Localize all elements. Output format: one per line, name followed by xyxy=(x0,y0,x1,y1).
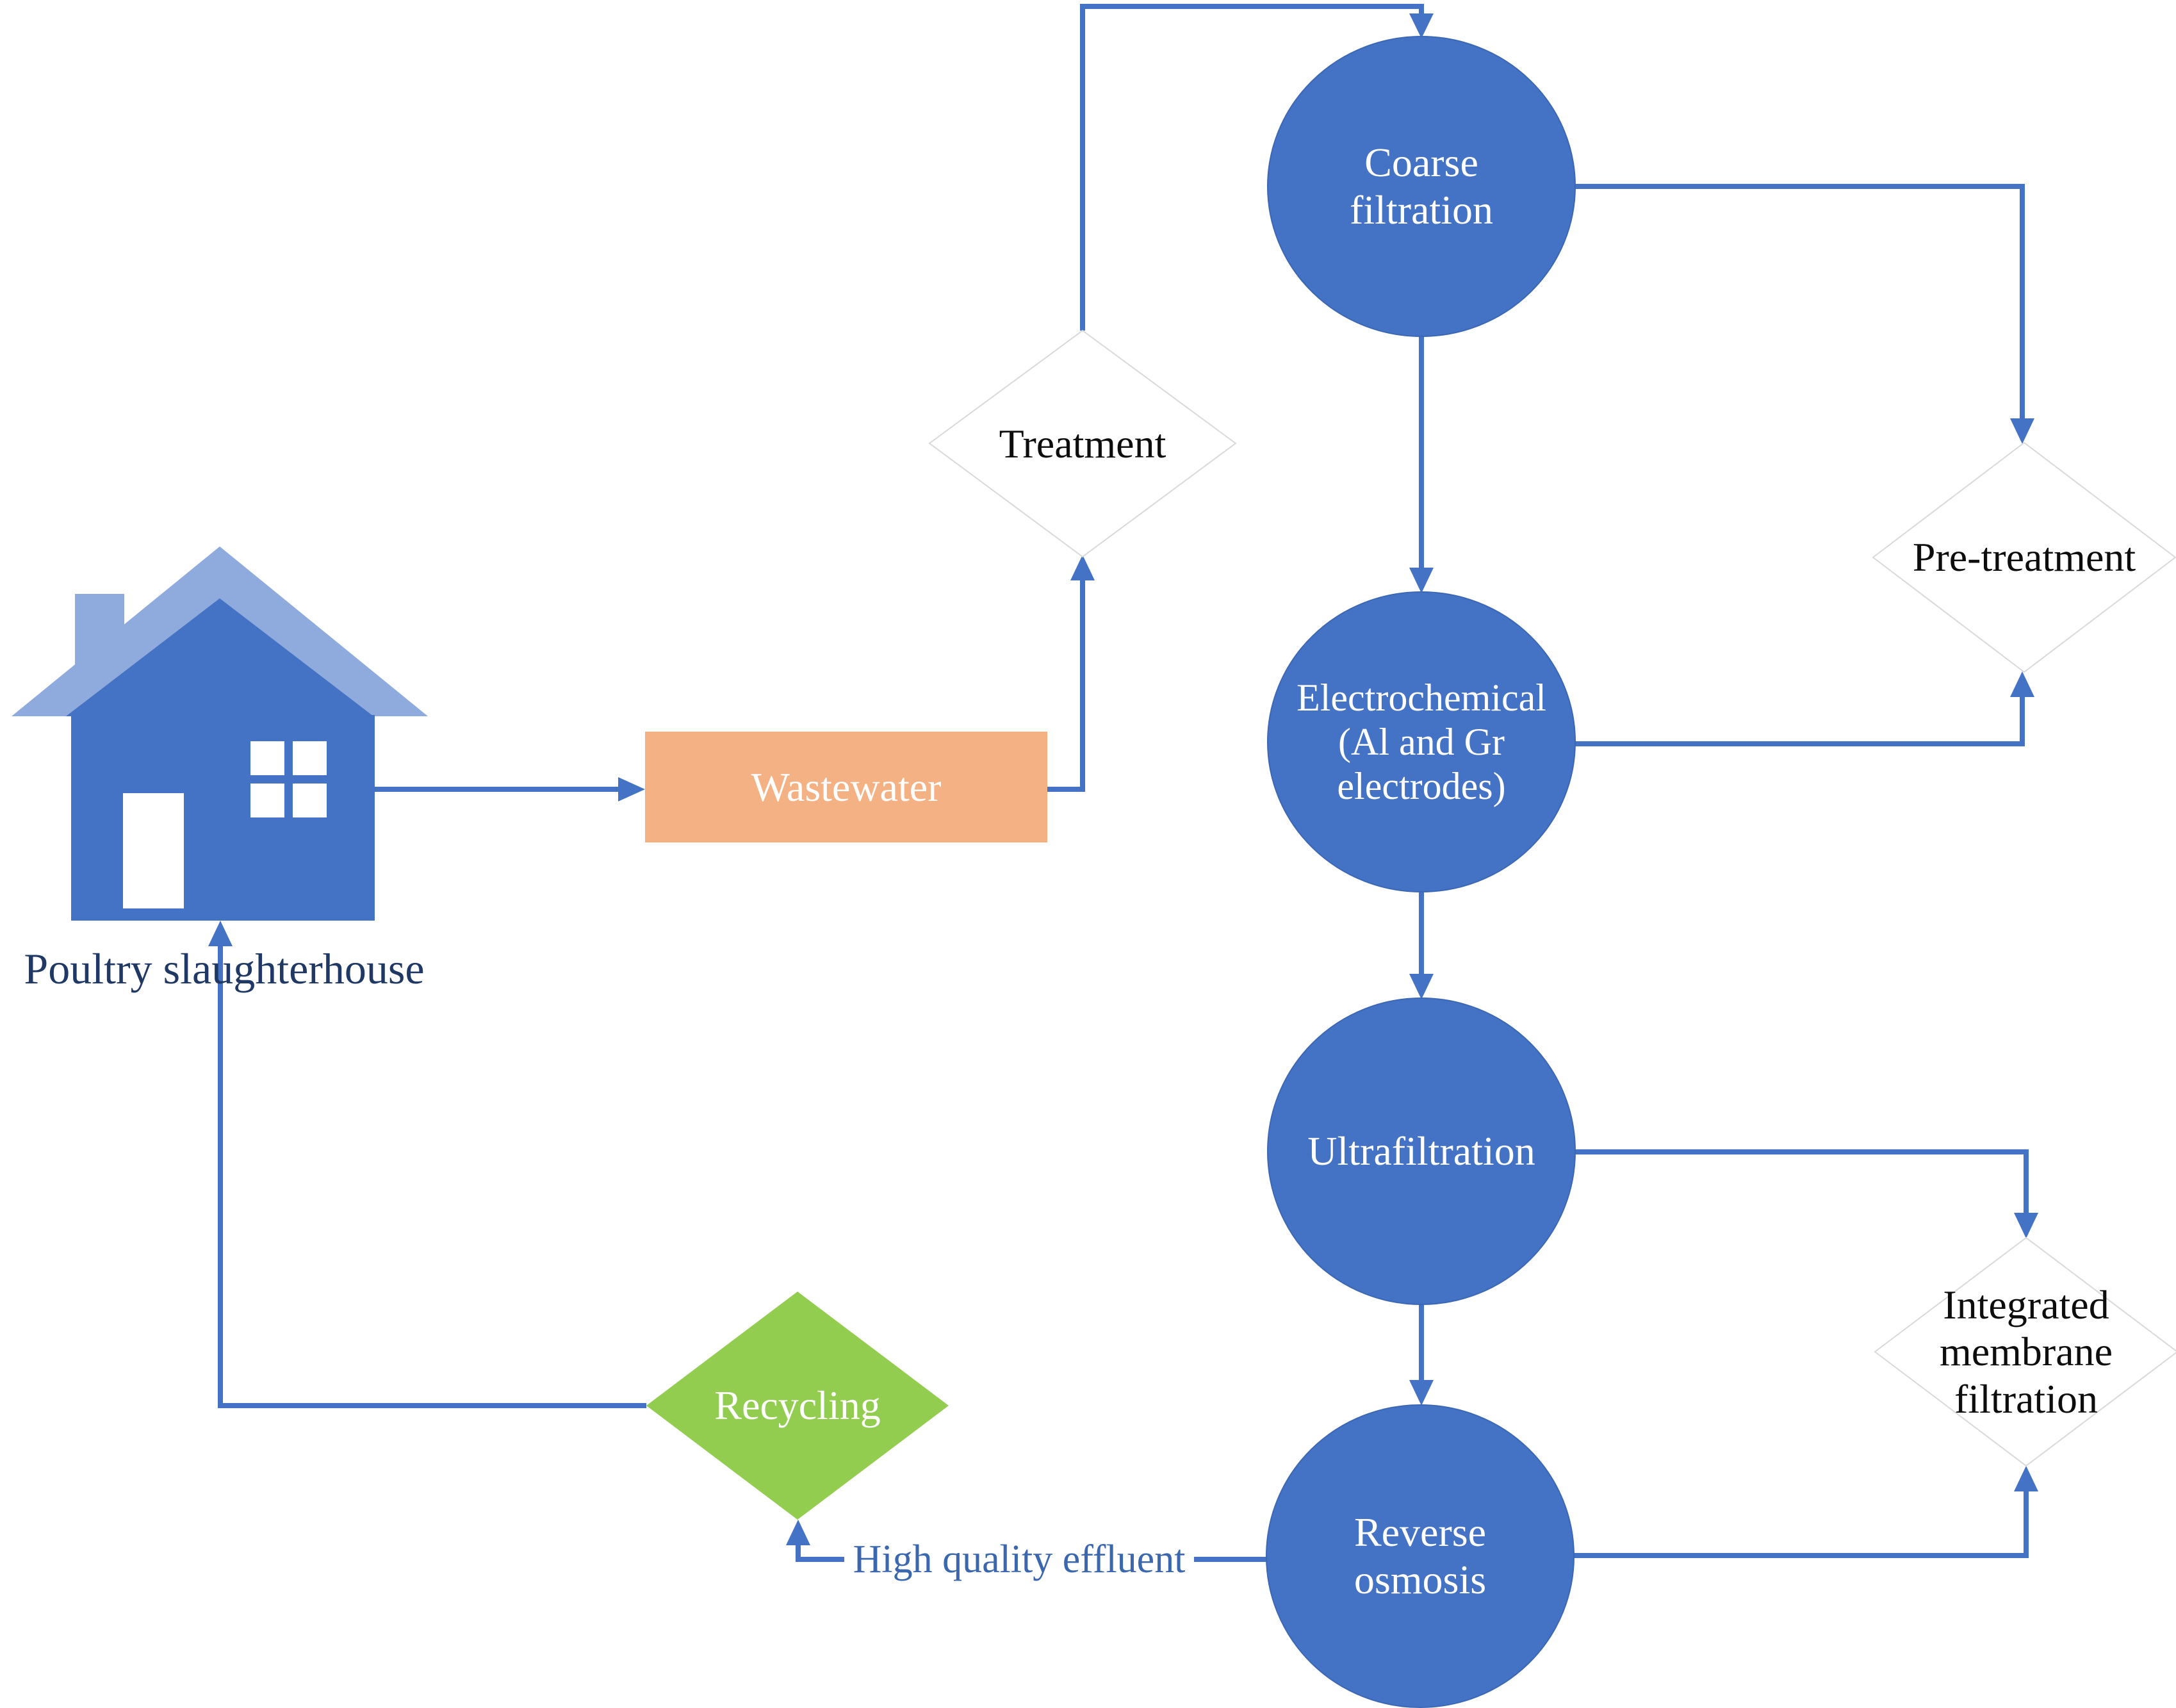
connector-lines xyxy=(218,4,2029,1562)
arrowhead-into-electrochemical xyxy=(1409,568,1434,593)
recycling-diamond xyxy=(646,1292,949,1520)
arrowhead-into-wastewater xyxy=(618,777,645,801)
coarse-filtration-circle xyxy=(1267,36,1576,337)
edge-recycling-to-house xyxy=(218,945,646,1408)
ultrafiltration-circle xyxy=(1267,998,1576,1305)
edge-reverseosmosis-to-recycling xyxy=(796,1544,1268,1562)
arrowhead-into-house xyxy=(208,921,233,946)
integrated-membrane-filtration-diamond xyxy=(1874,1236,2176,1467)
arrowhead-into-treatment xyxy=(1070,555,1095,580)
edge-electrochemical-to-pretreatment xyxy=(1573,696,2025,746)
arrowhead-into-integrated-top xyxy=(2014,1213,2038,1238)
house-roof-inner xyxy=(66,598,373,716)
connector-arrowheads xyxy=(208,13,2038,1545)
house-body xyxy=(71,715,375,921)
house-window-pane xyxy=(250,741,284,775)
edge-treatment-to-coarse xyxy=(1080,4,1424,331)
house-window-pane xyxy=(293,784,327,817)
house-window-pane xyxy=(250,784,284,817)
edge-coarse-to-pretreatment xyxy=(1575,184,2025,420)
arrowhead-into-coarse xyxy=(1409,13,1434,38)
house-icon xyxy=(12,546,428,921)
reverse-osmosis-circle xyxy=(1266,1404,1575,1708)
pretreatment-diamond xyxy=(1872,441,2176,673)
wastewater-rectangle xyxy=(645,732,1047,842)
house-window-pane xyxy=(293,741,327,775)
arrowhead-into-ultrafiltration xyxy=(1409,974,1434,999)
edge-wastewater-to-treatment xyxy=(1047,580,1085,792)
arrowhead-into-recycling xyxy=(786,1520,810,1545)
house-door xyxy=(123,793,184,908)
treatment-diamond xyxy=(928,329,1237,558)
edge-ultrafiltration-to-integrated xyxy=(1575,1149,2029,1214)
arrowhead-into-integrated-bottom xyxy=(2014,1466,2038,1491)
arrowhead-into-reverseosmosis xyxy=(1409,1380,1434,1406)
edge-reverseosmosis-to-integrated xyxy=(1574,1490,2029,1558)
electrochemical-circle xyxy=(1267,591,1576,892)
arrowhead-into-pretreatment-bottom xyxy=(2010,671,2034,697)
arrowhead-into-pretreatment-top xyxy=(2010,418,2034,444)
